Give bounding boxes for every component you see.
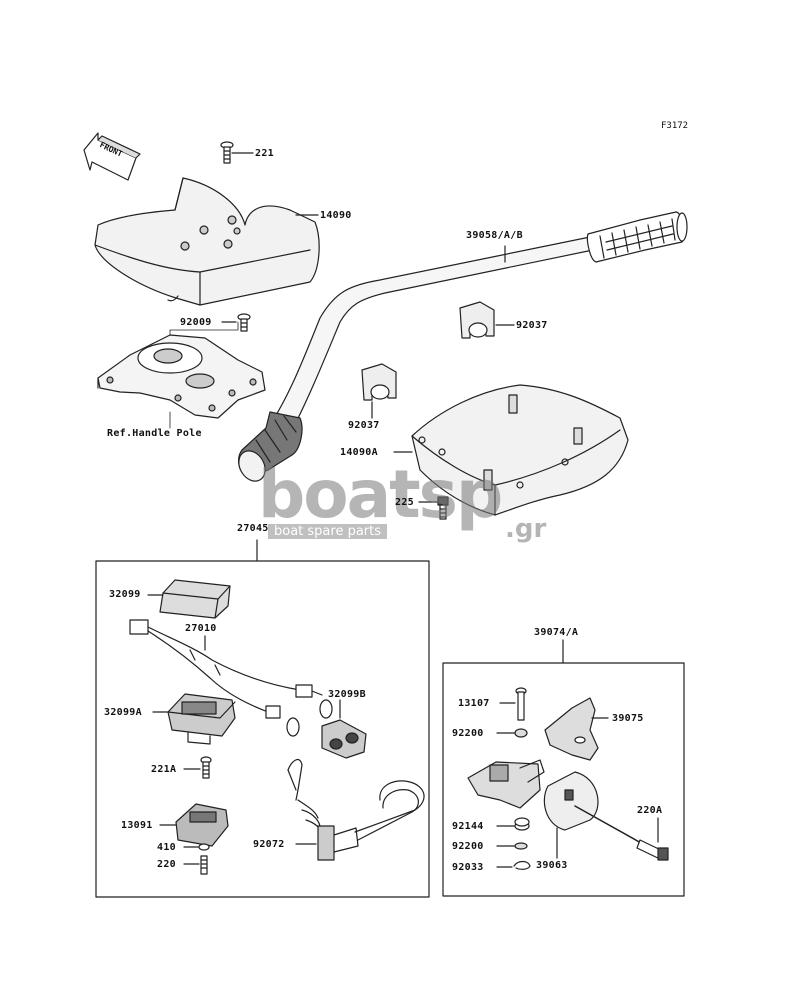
throttle-lever-39075 (544, 697, 599, 761)
e-clip-92033 (513, 860, 531, 870)
label-220: 220 (157, 859, 176, 870)
label-32099A: 32099A (104, 707, 142, 718)
label-92033: 92033 (452, 862, 484, 873)
label-220A: 220A (637, 805, 663, 816)
label-92200-bottom: 92200 (452, 841, 484, 852)
throttle-housing (467, 759, 545, 809)
handle-cover-14090 (94, 177, 320, 306)
switch-assembly-box-27045 (95, 560, 430, 898)
lanyard-clip-92072 (287, 758, 425, 861)
label-225: 225 (395, 497, 414, 508)
label-27010: 27010 (185, 623, 217, 634)
label-39063: 39063 (536, 860, 568, 871)
washer-92200-top (514, 728, 528, 738)
watermark-logo: boatsp (258, 456, 503, 533)
pin-13107 (515, 687, 527, 721)
label-92009: 92009 (180, 317, 212, 328)
label-92200-top: 92200 (452, 728, 484, 739)
screw-220 (200, 855, 208, 875)
label-32099: 32099 (109, 589, 141, 600)
label-14090: 14090 (320, 210, 352, 221)
handlebar-clamp-92037-mid (361, 363, 397, 401)
label-92144: 92144 (452, 821, 484, 832)
label-92037-mid: 92037 (348, 420, 380, 431)
washer-92200-bottom (514, 842, 528, 850)
label-221: 221 (255, 148, 274, 159)
screw-221 (220, 141, 234, 164)
bolt-220A (574, 805, 669, 861)
screw-221A (200, 756, 212, 779)
screw-92009 (237, 313, 251, 332)
front-arrow-icon (83, 132, 141, 181)
watermark-suffix: .gr (505, 514, 547, 544)
label-92037-top: 92037 (516, 320, 548, 331)
label-14090A: 14090A (340, 447, 378, 458)
bolt-225 (437, 496, 449, 520)
label-32099B: 32099B (328, 689, 366, 700)
handlebar-clamp-92037-top (459, 301, 495, 339)
label-13091: 13091 (121, 820, 153, 831)
washer-410 (198, 843, 210, 851)
spring-92144 (514, 817, 530, 831)
figure-code: F3172 (661, 121, 689, 131)
label-13107: 13107 (458, 698, 490, 709)
label-221A: 221A (151, 764, 177, 775)
label-39074: 39074/A (534, 627, 579, 638)
label-ref-handle-pole: Ref.Handle Pole (107, 428, 202, 439)
handlebar-39058 (238, 211, 688, 482)
label-27045: 27045 (237, 523, 269, 534)
label-39075: 39075 (612, 713, 644, 724)
switch-base-13091 (175, 803, 229, 847)
label-39058: 39058/A/B (466, 230, 523, 241)
grommet-32099B (321, 719, 367, 759)
handle-pole-plate (97, 334, 266, 419)
throttle-cover-39063 (543, 771, 599, 831)
switch-housing-32099A (167, 693, 236, 745)
label-92072: 92072 (253, 839, 285, 850)
handle-cover-14090A (411, 384, 629, 516)
watermark-tagline: boat spare parts (268, 524, 388, 539)
label-410: 410 (157, 842, 176, 853)
switch-cap-32099 (159, 579, 231, 619)
wire-harness-27010 (129, 619, 333, 737)
